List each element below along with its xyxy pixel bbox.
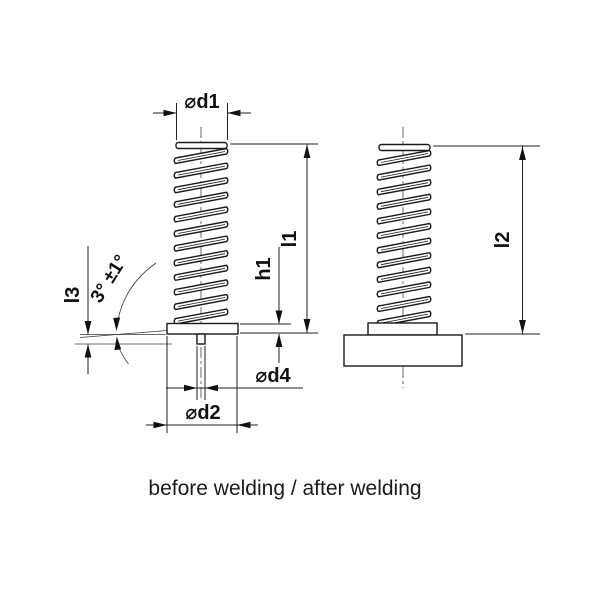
weld-base <box>343 334 463 367</box>
thread-coil <box>376 164 432 181</box>
arrowhead <box>84 344 92 358</box>
left-stud <box>166 127 239 399</box>
arrowhead <box>237 421 251 429</box>
arrowhead <box>275 333 283 347</box>
arrowhead <box>84 321 92 335</box>
angle-arc-lower <box>119 348 129 365</box>
dim-h1: h1 <box>240 247 291 363</box>
thread-coil <box>376 178 432 196</box>
angle-arc-upper <box>117 262 157 321</box>
thread-coil <box>376 149 432 167</box>
thread-coil <box>376 266 432 283</box>
arrowhead <box>184 384 197 392</box>
thread-coil <box>376 295 432 313</box>
arrowhead <box>519 146 526 160</box>
collar <box>367 322 438 336</box>
dim-l2: l2 <box>433 145 540 335</box>
right-thread-cap <box>378 143 431 152</box>
dim-label-l1: l1 <box>279 231 301 248</box>
thread-coil <box>376 237 432 254</box>
extension-line <box>176 103 228 140</box>
dim-d4: ⌀d4 <box>166 346 303 400</box>
dim-l3: l3 <box>62 246 172 374</box>
extension-line <box>433 145 540 335</box>
extension-line <box>230 143 318 334</box>
dim-d1: ⌀d1 <box>153 91 251 140</box>
arrowhead <box>153 421 167 429</box>
dim-label-d1: ⌀d1 <box>184 91 219 113</box>
arrowhead <box>303 319 311 333</box>
thread-coil <box>376 281 432 298</box>
dim-label-l3: l3 <box>62 287 84 304</box>
right-stud <box>343 127 463 388</box>
flange <box>166 322 239 335</box>
thread-coil <box>376 193 432 211</box>
dim-label-l2: l2 <box>492 232 514 249</box>
dim-l1: l1 <box>230 143 318 334</box>
dim-d2: ⌀d2 <box>146 336 258 433</box>
dim-label-d4: ⌀d4 <box>255 365 291 387</box>
arrowhead <box>275 310 283 324</box>
thread-coil <box>376 251 432 269</box>
caption: before welding / after welding <box>148 477 422 500</box>
extension-line <box>166 336 238 433</box>
thread-coil <box>376 208 432 225</box>
arrowhead <box>303 144 311 158</box>
thread-coil <box>376 222 432 240</box>
dim-label-h1: h1 <box>253 257 275 280</box>
arrowhead <box>227 109 241 117</box>
arrowhead <box>163 109 177 117</box>
dim-label-d2: ⌀d2 <box>185 402 220 424</box>
arrowhead <box>205 384 218 392</box>
weld-tip <box>196 333 206 345</box>
arrowhead <box>519 320 526 334</box>
left-thread-cap <box>175 141 228 150</box>
dim-angle: 3° ±1° <box>79 251 168 365</box>
arrowhead <box>113 317 121 331</box>
taper-line <box>79 330 168 338</box>
arrowhead <box>114 336 122 351</box>
extension-line <box>196 346 206 400</box>
